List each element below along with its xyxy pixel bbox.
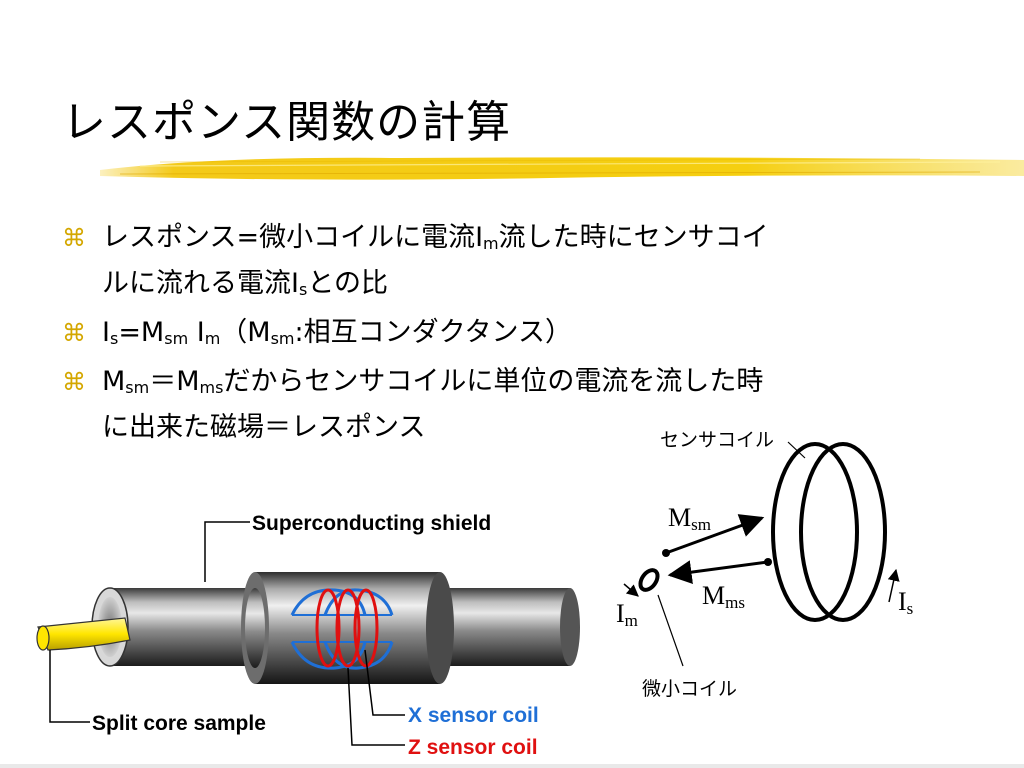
sample-leader-line — [49, 650, 90, 723]
bullet-text: 流した時にセンサコイ — [498, 222, 769, 253]
slide-bottom-border — [0, 764, 1024, 768]
bullet-list: ⌘ レスポンス=微小コイルに電流Im流した時にセンサコイ ルに流れる電流Isとの… — [62, 218, 962, 451]
bullet-text: ＝M — [149, 366, 200, 397]
bullet-item-3: ⌘ Msm＝Mmsだからセンサコイルに単位の電流を流した時 に出来た磁場＝レスポ… — [62, 362, 962, 448]
shield-leader-line — [204, 521, 250, 582]
z-coil-leader-line — [347, 667, 405, 746]
shield-cylinder-right-face — [426, 572, 454, 684]
subscript: ms — [199, 378, 224, 397]
bullet-item-1: ⌘ レスポンス=微小コイルに電流Im流した時にセンサコイ ルに流れる電流Isとの… — [62, 218, 962, 310]
bullet-text: との比 — [307, 268, 389, 299]
small-coil-label: 微小コイル — [642, 678, 737, 700]
z-sensor-coil — [315, 588, 341, 668]
is-arrow — [887, 568, 900, 603]
msm-label: Msm — [668, 503, 711, 534]
bullet-item-2: ⌘ Is=Msm Im（Msm:相互コンダクタンス） — [62, 313, 962, 359]
bullet-line: Msm＝Mmsだからセンサコイルに単位の電流を流した時 — [102, 362, 962, 408]
im-label: Im — [616, 599, 638, 630]
bullet-line: Is=Msm Im（Msm:相互コンダクタンス） — [102, 313, 962, 359]
mms-arrow — [667, 560, 769, 585]
bullet-text: :相互コンダクタンス） — [294, 317, 572, 348]
shield-label: Superconducting shield — [252, 512, 491, 535]
sample-label: Split core sample — [92, 712, 266, 735]
bullet-line: に出来た磁場＝レスポンス — [102, 412, 426, 443]
shield-apparatus-figure: Superconducting shield Split core sample… — [36, 512, 580, 759]
subscript: sm — [270, 329, 295, 348]
shield-tube-left — [110, 588, 260, 666]
bullet-line: ルに流れる電流Isとの比 — [102, 264, 962, 310]
subscript: m — [204, 329, 221, 348]
split-core-sample — [37, 617, 131, 651]
bullet-text: I — [188, 317, 205, 348]
bullet-text: レスポンス=微小コイルに電流I — [102, 222, 484, 253]
is-label: Is — [898, 587, 913, 618]
slide-title: レスポンス関数の計算 — [62, 97, 512, 148]
z-coil-label: Z sensor coil — [408, 736, 538, 759]
subscript: sm — [164, 329, 189, 348]
bullet-text: だからセンサコイルに単位の電流を流した時 — [223, 366, 764, 397]
bullet-line: レスポンス=微小コイルに電流Im流した時にセンサコイ — [102, 218, 962, 264]
sensor-coil — [771, 442, 859, 622]
title-underline-stroke — [100, 157, 1024, 180]
sensor-coil-label: センサコイル — [660, 429, 774, 451]
im-arrow — [623, 583, 639, 597]
command-key-icon: ⌘ — [62, 368, 86, 396]
x-coil-label: X sensor coil — [408, 704, 539, 727]
coil-diagram-figure: センサコイル Msm Mms Im Is 微小コイル — [616, 429, 913, 700]
x-sensor-coil — [290, 588, 367, 616]
bullet-text: M — [102, 366, 126, 397]
bullet-text: =M — [118, 317, 165, 348]
mms-label: Mms — [702, 581, 745, 612]
small-coil — [638, 568, 660, 592]
subscript: s — [298, 280, 308, 299]
x-coil-leader-line — [364, 649, 405, 716]
subscript: m — [483, 234, 499, 253]
bullet-text: I — [102, 317, 110, 348]
bullet-text: （M — [220, 317, 271, 348]
command-key-icon: ⌘ — [62, 224, 86, 252]
command-key-icon: ⌘ — [62, 319, 86, 347]
msm-arrow — [665, 514, 765, 555]
shield-tube-right-end — [560, 588, 580, 666]
subscript: sm — [125, 378, 150, 397]
bullet-text: ルに流れる電流I — [102, 268, 299, 299]
subscript: s — [109, 329, 119, 348]
